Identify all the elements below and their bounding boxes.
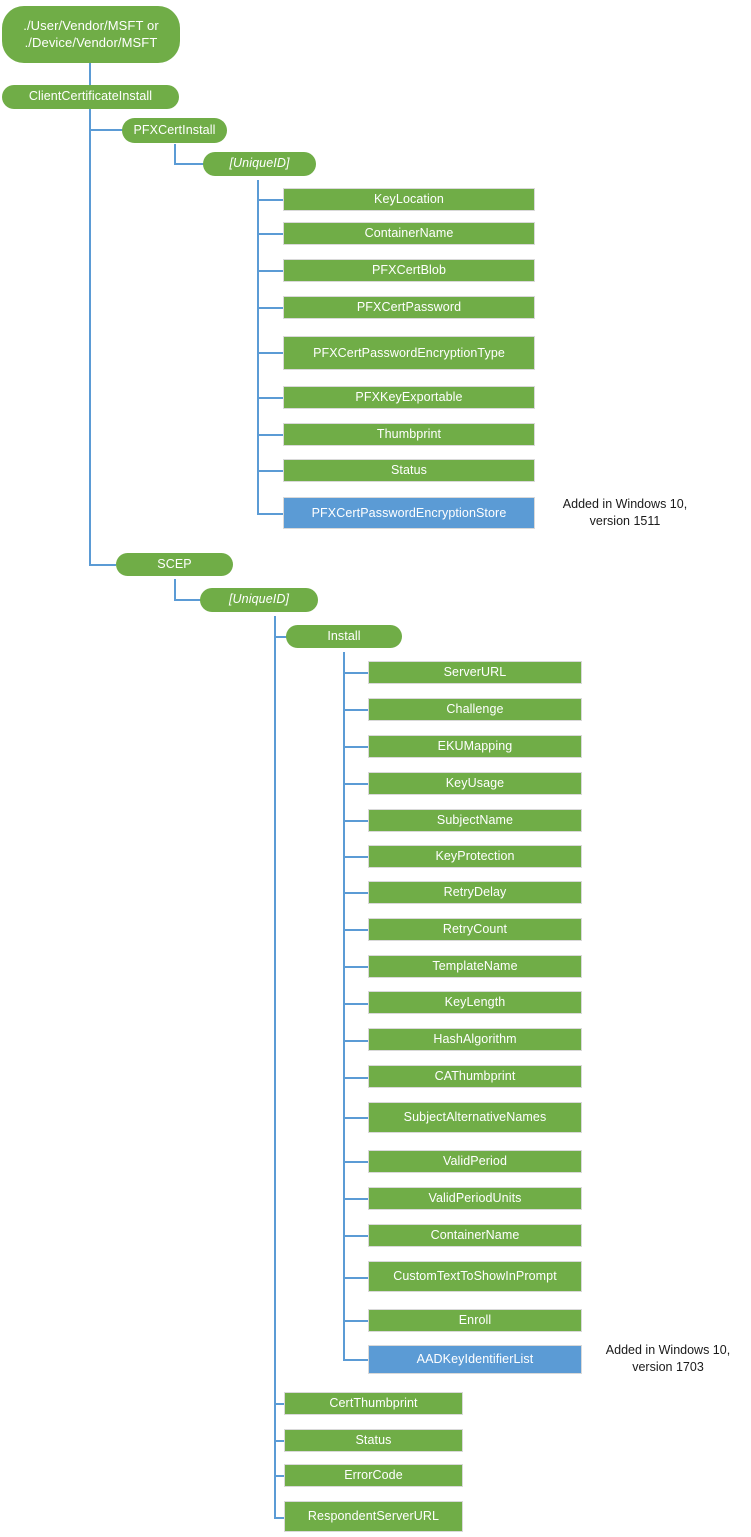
node-subjectname[interactable]: SubjectName [368, 809, 582, 832]
connector-install-child-17 [343, 1320, 369, 1322]
connector-scep-sibling-2 [274, 1475, 285, 1477]
node-keylength[interactable]: KeyLength [368, 991, 582, 1014]
node-aadkeyidentifierlist[interactable]: AADKeyIdentifierList [368, 1345, 582, 1374]
connector-install-child-7 [343, 929, 369, 931]
node-cathumbprint[interactable]: CAThumbprint [368, 1065, 582, 1088]
node-root-path[interactable]: ./User/Vendor/MSFT or ./Device/Vendor/MS… [2, 6, 180, 63]
node-pfxcertpassword[interactable]: PFXCertPassword [283, 296, 535, 319]
connector-install-child-12 [343, 1117, 369, 1119]
node-pfxcertpasswordencryptionstore[interactable]: PFXCertPasswordEncryptionStore [283, 497, 535, 529]
node-customtexttoshowinprompt[interactable]: CustomTextToShowInPrompt [368, 1261, 582, 1292]
connector-scep-to-uniqueid [174, 579, 176, 600]
connector-pfx-uniqueid-stub [174, 163, 204, 165]
node-install[interactable]: Install [286, 625, 402, 648]
connector-scep-uniqueid-stub [174, 599, 201, 601]
connector-install-child-11 [343, 1077, 369, 1079]
connector-install-child-15 [343, 1235, 369, 1237]
node-clientcertificateinstall[interactable]: ClientCertificateInstall [2, 85, 179, 109]
connector-pfx-child-1 [257, 233, 284, 235]
node-errorcode[interactable]: ErrorCode [284, 1464, 463, 1487]
connector-pfx-child-8 [257, 513, 284, 515]
node-keyusage[interactable]: KeyUsage [368, 772, 582, 795]
connector-install-child-2 [343, 746, 369, 748]
connector-install-child-1 [343, 709, 369, 711]
connector-install-child-10 [343, 1040, 369, 1042]
connector-install-child-3 [343, 783, 369, 785]
connector-pfx-child-0 [257, 199, 284, 201]
node-scep-uniqueid[interactable]: [UniqueID] [200, 588, 318, 612]
node-pfxcertpasswordencryptiontype[interactable]: PFXCertPasswordEncryptionType [283, 336, 535, 370]
annotation-added-1511: Added in Windows 10, version 1511 [562, 497, 688, 528]
connector-trunk-to-pfx [89, 129, 124, 131]
node-challenge[interactable]: Challenge [368, 698, 582, 721]
connector-root-to-level1 [89, 62, 91, 86]
node-serverurl[interactable]: ServerURL [368, 661, 582, 684]
connector-pfx-child-4 [257, 352, 284, 354]
node-pfxkeyexportable[interactable]: PFXKeyExportable [283, 386, 535, 409]
connector-trunk-to-scep [89, 564, 116, 566]
connector-install-child-5 [343, 856, 369, 858]
connector-pfx-child-7 [257, 470, 284, 472]
node-enroll[interactable]: Enroll [368, 1309, 582, 1332]
node-retrycount[interactable]: RetryCount [368, 918, 582, 941]
node-pfx-uniqueid[interactable]: [UniqueID] [203, 152, 316, 176]
connector-install-children-spine [343, 652, 345, 1359]
connector-scep-sibling-0 [274, 1403, 285, 1405]
annotation-added-1703: Added in Windows 10, version 1703 [605, 1343, 731, 1374]
node-templatename[interactable]: TemplateName [368, 955, 582, 978]
node-certthumbprint[interactable]: CertThumbprint [284, 1392, 463, 1415]
node-keyprotection[interactable]: KeyProtection [368, 845, 582, 868]
connector-install-child-18 [343, 1359, 369, 1361]
connector-pfx-children-spine [257, 180, 259, 513]
connector-pfx-child-6 [257, 434, 284, 436]
node-scep[interactable]: SCEP [116, 553, 233, 576]
node-containername-pfx[interactable]: ContainerName [283, 222, 535, 245]
connector-install-child-4 [343, 820, 369, 822]
node-hashalgorithm[interactable]: HashAlgorithm [368, 1028, 582, 1051]
connector-pfx-to-uniqueid [174, 144, 176, 164]
node-containername-scep[interactable]: ContainerName [368, 1224, 582, 1247]
node-status-scep[interactable]: Status [284, 1429, 463, 1452]
connector-install-child-9 [343, 1003, 369, 1005]
connector-pfx-child-3 [257, 307, 284, 309]
connector-install-child-6 [343, 892, 369, 894]
connector-install-child-14 [343, 1198, 369, 1200]
node-subjectalternativenames[interactable]: SubjectAlternativeNames [368, 1102, 582, 1133]
connector-pfx-child-5 [257, 397, 284, 399]
node-validperiod[interactable]: ValidPeriod [368, 1150, 582, 1173]
node-keylocation[interactable]: KeyLocation [283, 188, 535, 211]
node-validperiodunits[interactable]: ValidPeriodUnits [368, 1187, 582, 1210]
node-retrydelay[interactable]: RetryDelay [368, 881, 582, 904]
node-pfxcertinstall[interactable]: PFXCertInstall [122, 118, 227, 143]
connector-install-child-0 [343, 672, 369, 674]
node-ekumapping[interactable]: EKUMapping [368, 735, 582, 758]
connector-scep-sibling-3 [274, 1517, 285, 1519]
connector-install-child-13 [343, 1161, 369, 1163]
node-status-pfx[interactable]: Status [283, 459, 535, 482]
connector-install-child-8 [343, 966, 369, 968]
connector-install-child-16 [343, 1277, 369, 1279]
connector-scep-sibling-1 [274, 1440, 285, 1442]
node-thumbprint[interactable]: Thumbprint [283, 423, 535, 446]
node-pfxcertblob[interactable]: PFXCertBlob [283, 259, 535, 282]
node-respondentserverurl[interactable]: RespondentServerURL [284, 1501, 463, 1532]
connector-pfx-child-2 [257, 270, 284, 272]
connector-trunk-main [89, 108, 91, 565]
connector-scep-to-install [274, 636, 288, 638]
connector-scep-children-spine [274, 616, 276, 1518]
